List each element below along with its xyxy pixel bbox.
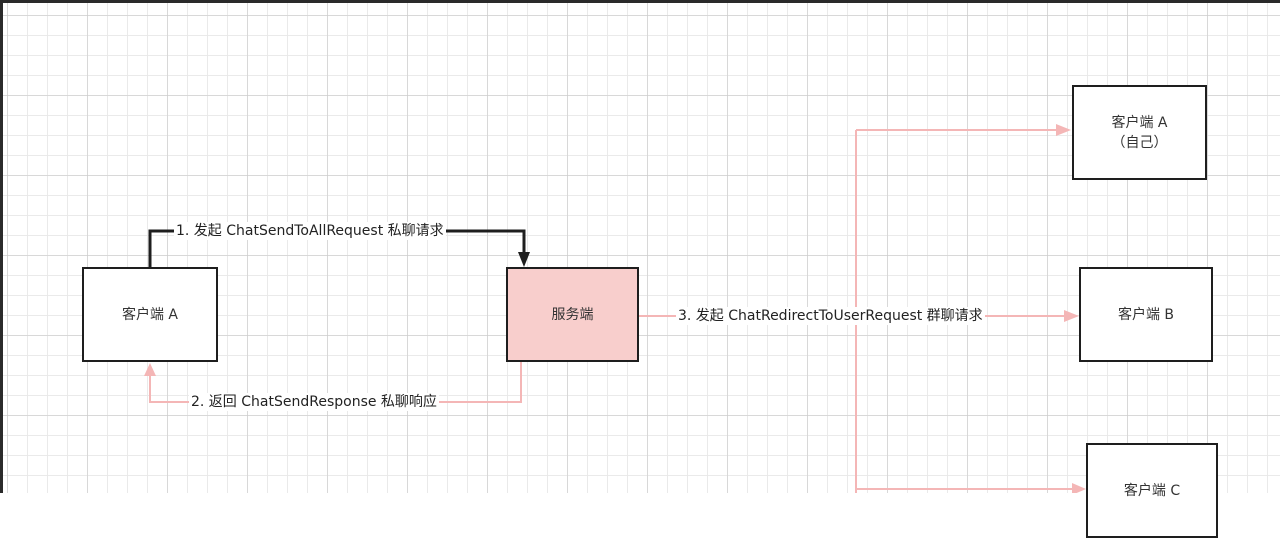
edge-step2-arrowhead [144, 363, 156, 376]
edge-step3-label: 3. 发起 ChatRedirectToUserRequest 群聊请求 [676, 307, 985, 325]
node-target-c-label: 客户端 C [1123, 483, 1181, 499]
node-target-self-line1: 客户端 A [1111, 114, 1168, 131]
edge-step1-arrowhead [518, 252, 530, 267]
edge-step3-arrowhead-self [1056, 124, 1071, 136]
node-target-b[interactable]: 客户端 B [1079, 267, 1213, 362]
node-target-c[interactable]: 客户端 C [1086, 443, 1218, 538]
edges-layer [144, 124, 1086, 493]
node-client-a-label: 客户端 A [121, 306, 179, 323]
node-target-self-line2: （自己） [1111, 134, 1168, 151]
edge-step3-arrowhead-c [1072, 483, 1086, 493]
node-server[interactable]: 服务端 [506, 267, 639, 362]
edge-step1-label: 1. 发起 ChatSendToAllRequest 私聊请求 [174, 222, 446, 240]
node-client-a[interactable]: 客户端 A [82, 267, 218, 362]
node-server-label: 服务端 [551, 306, 594, 323]
edge-step2-label: 2. 返回 ChatSendResponse 私聊响应 [189, 393, 439, 411]
node-target-self[interactable]: 客户端 A （自己） [1072, 85, 1207, 180]
node-target-b-label: 客户端 B [1117, 306, 1175, 323]
diagram-canvas [0, 0, 1280, 493]
edge-step3-arrowhead-b [1064, 310, 1079, 322]
